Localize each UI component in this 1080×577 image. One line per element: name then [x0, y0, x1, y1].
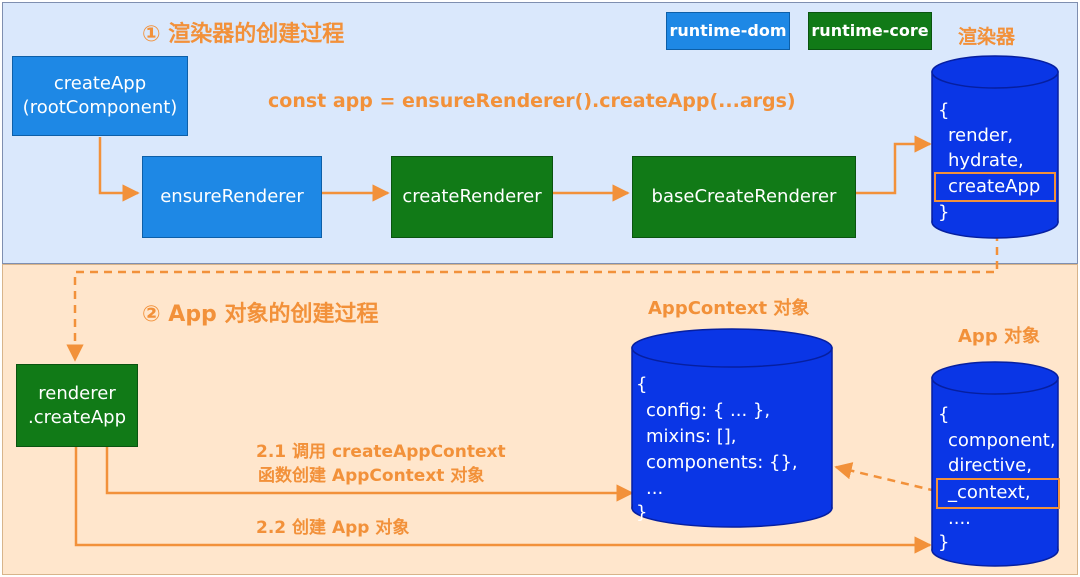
- app-object-line-4: ....: [948, 508, 971, 529]
- renderer-line-3: createApp: [948, 176, 1041, 197]
- create-app-line2: (rootComponent): [22, 97, 178, 118]
- legend-runtime-core: runtime-core: [808, 12, 932, 50]
- create-renderer-box: createRenderer: [391, 156, 553, 238]
- appcontext-line-4: ...: [646, 478, 664, 499]
- section1-title: ① 渲染器的创建过程: [142, 22, 345, 47]
- appcontext-line-2: mixins: [],: [646, 426, 737, 447]
- renderer-createapp-line2: .createApp: [27, 406, 127, 428]
- app-object-line-2: directive,: [948, 455, 1032, 476]
- app-object-line-0: {: [938, 404, 950, 425]
- arrow-to-app-object: [74, 447, 932, 554]
- create-app-box: createApp (rootComponent): [12, 56, 188, 136]
- renderer-line-0: {: [938, 100, 950, 121]
- arrow-to-appcontext: [105, 447, 634, 502]
- arrow-context-to-appcontext: [834, 462, 937, 493]
- app-object-label: App 对象: [958, 326, 1040, 347]
- renderer-label: 渲染器: [958, 26, 1016, 48]
- ensure-renderer-box: ensureRenderer: [142, 156, 322, 238]
- renderer-createapp-box: renderer .createApp: [16, 364, 138, 447]
- legend-runtime-dom: runtime-dom: [666, 12, 790, 50]
- appcontext-line-5: }: [636, 502, 648, 523]
- appcontext-cylinder-shape: [631, 328, 833, 528]
- app-object-line-5: }: [938, 532, 950, 553]
- app-context-highlight: [936, 478, 1060, 509]
- arrow-createapp-to-ensure: [98, 137, 140, 202]
- appcontext-line-0: {: [636, 374, 648, 395]
- renderer-createapp-highlight: [934, 172, 1056, 202]
- app-object-line-3: _context,: [948, 482, 1031, 503]
- appcontext-label: AppContext 对象: [648, 298, 810, 319]
- appcontext-line-1: config: { ... },: [646, 400, 771, 421]
- create-app-line1: createApp: [53, 73, 147, 94]
- renderer-line-2: hydrate,: [948, 150, 1024, 171]
- section1-code: const app = ensureRenderer().createApp(.…: [268, 90, 796, 112]
- arrow-base-to-renderer: [856, 135, 932, 195]
- base-create-renderer-box: baseCreateRenderer: [632, 156, 856, 238]
- renderer-line-4: }: [938, 202, 950, 223]
- section2-title: ② App 对象的创建过程: [142, 302, 379, 327]
- renderer-createapp-line1: renderer: [38, 382, 116, 404]
- step1-line1: 2.1 调用 createAppContext: [256, 442, 506, 462]
- renderer-line-1: render,: [948, 125, 1014, 146]
- app-object-cylinder-shape: [931, 361, 1059, 567]
- renderer-cylinder-shape: [931, 55, 1059, 239]
- step1-line2: 函数创建 AppContext 对象: [258, 466, 485, 486]
- appcontext-line-3: components: {},: [646, 452, 798, 473]
- step2-label: 2.2 创建 App 对象: [256, 518, 410, 538]
- app-creation-panel: [2, 264, 1078, 575]
- app-object-line-1: component,: [948, 430, 1056, 451]
